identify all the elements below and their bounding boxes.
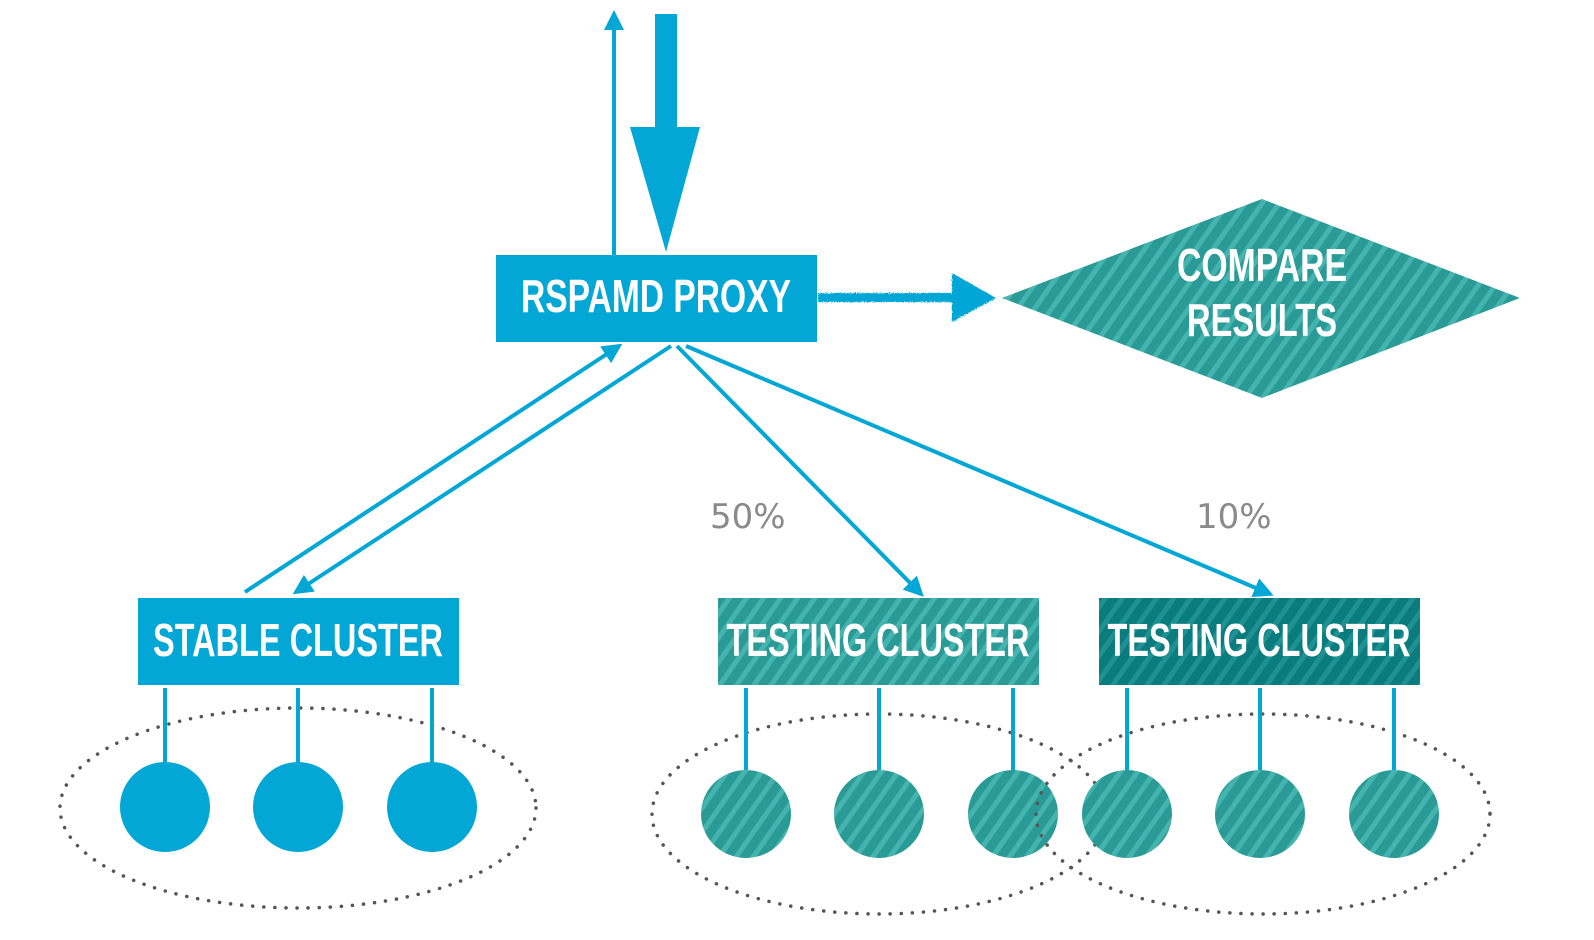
outgoing-arrow <box>604 10 624 255</box>
testing-2-server-node <box>1082 770 1172 858</box>
testing-cluster-2-group: TESTING CLUSTER <box>1034 598 1492 916</box>
stable-server-node <box>120 762 210 852</box>
testing-2-share-label: 10% <box>1196 497 1272 537</box>
testing-cluster-2-boundary <box>1034 712 1492 916</box>
stable-cluster-boundary <box>58 706 538 910</box>
testing-1-server-connectors <box>744 688 1015 770</box>
stable-server-node <box>387 762 477 852</box>
testing-cluster-2-node <box>1099 598 1420 685</box>
testing-cluster-1-node <box>718 598 1039 685</box>
proxy-to-stable-arrow <box>292 344 673 595</box>
compare-label-line2: RESULTS <box>1187 294 1337 346</box>
testing-1-server-node <box>968 770 1058 858</box>
rspamd-proxy-node: RSPAMD PROXY <box>496 255 817 342</box>
testing-cluster-2-label: TESTING CLUSTER <box>1108 614 1411 666</box>
testing-cluster-1-label: TESTING CLUSTER <box>727 614 1030 666</box>
testing-cluster-1-group: TESTING CLUSTER <box>650 598 1108 916</box>
rspamd-proxy-label: RSPAMD PROXY <box>521 270 791 322</box>
compare-label-line1: COMPARE <box>1177 239 1347 291</box>
stable-server-node <box>253 762 343 852</box>
compare-arrow <box>818 273 996 322</box>
stable-server-connectors <box>163 688 434 770</box>
proxy-to-testing-1-arrow <box>675 344 924 597</box>
testing-2-server-node <box>1215 770 1305 858</box>
incoming-arrow <box>630 14 700 252</box>
proxy-to-testing-2-arrow <box>685 344 1274 597</box>
compare-results-node: COMPARE RESULTS <box>1002 199 1520 398</box>
stable-cluster-node <box>138 598 459 685</box>
testing-1-share-label: 50% <box>710 497 786 537</box>
stable-to-proxy-arrow <box>243 343 623 594</box>
testing-2-server-connectors <box>1125 688 1396 770</box>
stable-cluster-label: STABLE CLUSTER <box>153 614 443 666</box>
testing-2-server-node <box>1349 770 1439 858</box>
testing-1-server-node <box>834 770 924 858</box>
stable-cluster-group: STABLE CLUSTER <box>58 598 538 910</box>
testing-1-server-node <box>701 770 791 858</box>
